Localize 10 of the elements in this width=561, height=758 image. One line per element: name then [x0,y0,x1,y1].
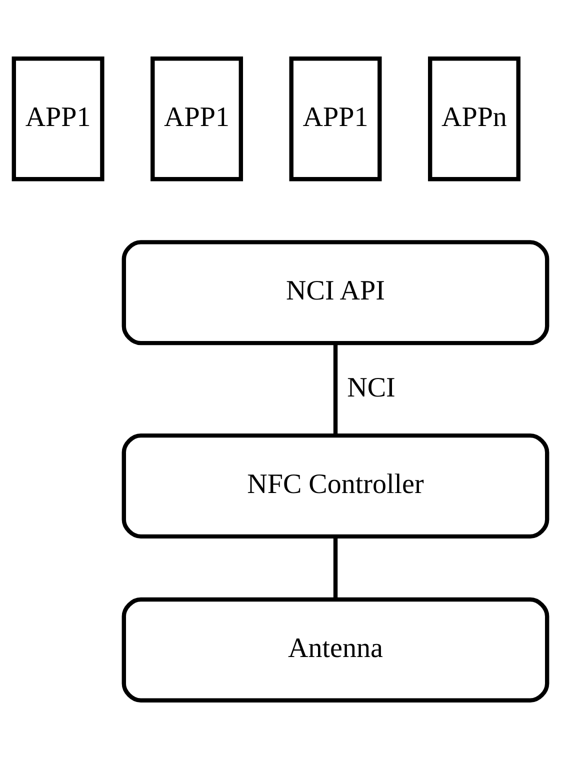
node-box: APP1 [289,56,382,181]
node-box: APP1 [12,56,104,181]
node-box: APPn [428,56,520,181]
connector [333,536,338,599]
connector [333,342,338,435]
node-box: NFC Controller [122,432,550,538]
node-box: NCI API [122,240,550,345]
node-box: APP1 [150,56,244,181]
edge-label: NCI [347,372,396,403]
node-box: Antenna [122,596,550,702]
